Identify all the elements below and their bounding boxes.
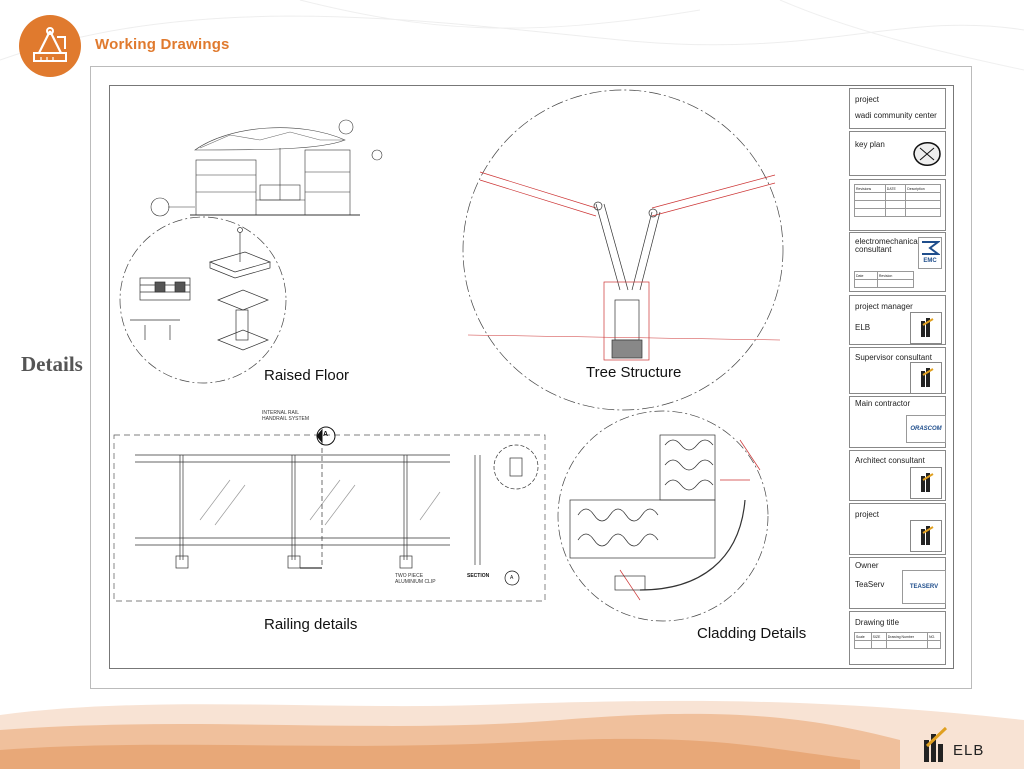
raised-floor-detail-circle [119, 216, 287, 384]
elb-small-logo [910, 312, 942, 344]
section-label: Details [21, 352, 83, 376]
revisions-header: DATE [884, 184, 907, 193]
tree-structure-drawing [467, 171, 781, 361]
cladding-details-caption: Cladding Details [697, 625, 807, 642]
elb-building-logo-icon [921, 368, 934, 387]
architect-label: Architect consultant [855, 456, 925, 465]
emc-logo: EMC [918, 237, 942, 269]
title-block-drawing-title: Drawing title Scale SIZE Drawing Number … [849, 611, 946, 665]
railing-details-caption: Railing details [264, 616, 358, 633]
title-block-project: project wadi community center [849, 88, 946, 129]
revisions-header: Revisions [854, 184, 886, 193]
project-manager-name: ELB [855, 323, 871, 332]
drawing-table-header: SIZE [870, 632, 887, 641]
railing-note-line: ALUMINIUM CLIP [395, 579, 436, 585]
raised-floor-caption: Raised Floor [264, 367, 350, 384]
title-block-owner: Owner TeaServ TEASERV [849, 557, 946, 609]
drawing-table-header: Scale [854, 632, 872, 641]
teaserv-logo: TEASERV [902, 570, 946, 604]
title-block-key-plan: key plan [849, 131, 946, 176]
railing-detail-frame [113, 434, 546, 602]
emc-logo-text: EMC [923, 258, 937, 264]
revisions-header: Description [905, 184, 941, 193]
railing-note-line: HANDRAIL SYSTEM [262, 416, 310, 422]
project-label-2: project [855, 510, 880, 519]
footer-wave-decoration [0, 700, 1024, 769]
em-table-header: Date [854, 271, 878, 280]
drawing-sheet [90, 66, 972, 689]
project-name: wadi community center [855, 111, 937, 120]
project-label: project [855, 95, 880, 104]
drawing-title-table: Scale SIZE Drawing Number NO. [854, 632, 942, 649]
section-tag: A [510, 575, 514, 581]
railing-note-line: INTERNAL RAIL [262, 410, 300, 416]
footer-logo-text: ELB [953, 742, 985, 759]
title-block-em-consultant: electromechanical consultant EMC Date Re… [849, 232, 946, 292]
railing-note-line: TWO PIECE [395, 573, 424, 579]
elb-building-logo-icon [921, 526, 934, 545]
railing-elevation [135, 440, 539, 569]
elb-small-logo [910, 467, 942, 499]
tree-structure-caption: Tree Structure [586, 364, 682, 381]
owner-name: TeaServ [855, 580, 885, 589]
railing-note-top: INTERNAL RAIL HANDRAIL SYSTEM [262, 410, 309, 422]
title-block-project-manager: project manager ELB [849, 295, 946, 345]
project-manager-label: project manager [855, 302, 913, 311]
railing-note-bottom: TWO PIECE ALUMINIUM CLIP [395, 573, 436, 585]
em-consultant-label: electromechanical consultant [855, 237, 920, 254]
revisions-table: Revisions DATE Description [854, 184, 941, 217]
building-section-drawing [190, 127, 360, 216]
raised-floor-pedestal [130, 227, 272, 351]
elb-small-logo [910, 520, 942, 552]
title-block-main-contractor: Main contractor ORASCOM [849, 396, 946, 448]
em-table-header: Revision [876, 271, 915, 280]
drawing-title-label: Drawing title [855, 618, 900, 627]
drawing-table-header: NO. [926, 632, 942, 641]
section-marker-tag: A [323, 431, 329, 438]
main-contractor-label: Main contractor [855, 399, 911, 408]
key-plan-map-icon [913, 142, 941, 166]
em-table: Date Revision [854, 271, 915, 288]
title-block-revisions: Revisions DATE Description [849, 179, 946, 231]
tree-structure-detail-circle [462, 89, 784, 411]
key-plan-label: key plan [855, 140, 885, 149]
page-title: Working Drawings [95, 36, 230, 53]
elb-building-logo-icon [921, 473, 934, 492]
cladding-drawing [569, 434, 761, 601]
elb-small-logo [910, 362, 942, 394]
emc-logo-mark-icon [922, 241, 941, 255]
title-block-project-2: project [849, 503, 946, 555]
drawing-frame [109, 85, 954, 669]
orascom-logo: ORASCOM [906, 415, 946, 443]
elb-building-logo-icon [924, 726, 948, 762]
header-badge [19, 15, 81, 77]
title-block-supervisor: Supervisor consultant [849, 347, 946, 394]
cladding-detail-circle [557, 410, 769, 622]
owner-label: Owner [855, 561, 879, 570]
section-marker [316, 426, 336, 446]
drafting-compass-ruler-icon [33, 27, 67, 62]
drawing-table-header: Drawing Number [885, 632, 928, 641]
supervisor-label: Supervisor consultant [855, 353, 932, 362]
elb-building-logo-icon [921, 318, 934, 337]
title-block-architect: Architect consultant [849, 450, 946, 501]
section-label-text: SECTION [467, 573, 490, 579]
